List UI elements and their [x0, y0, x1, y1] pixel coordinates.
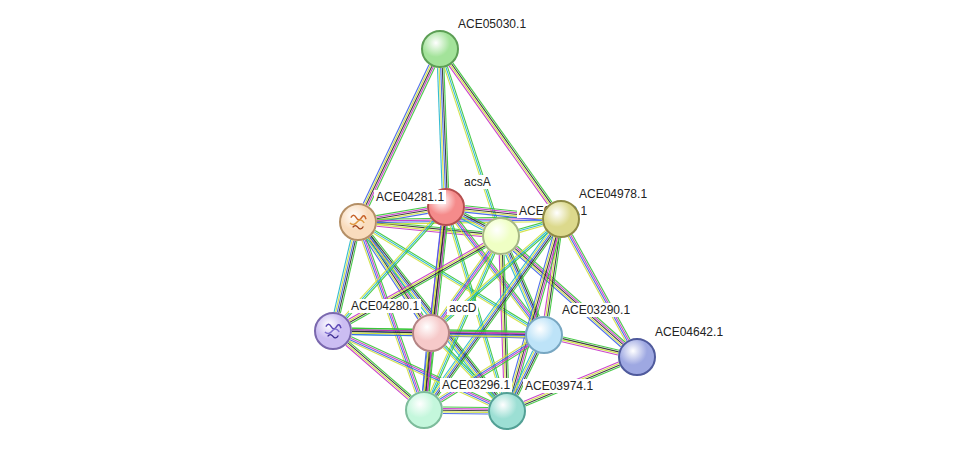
evidence-strand	[562, 340, 618, 353]
interaction-edge	[499, 255, 508, 392]
evidence-strand	[520, 226, 543, 233]
node-label: ACE03974.1	[523, 379, 595, 393]
evidence-strand	[450, 336, 525, 337]
evidence-strand	[450, 331, 525, 332]
protein-node: ACE04642.1	[618, 338, 656, 376]
node-label: ACE03290.1	[560, 303, 632, 317]
evidence-strand	[499, 255, 504, 392]
node-label: ACE05030.1	[456, 17, 528, 31]
interaction-edge	[363, 65, 435, 206]
protein-node: ACE04978.1	[542, 200, 580, 238]
evidence-strand	[443, 411, 488, 413]
node-label: ACE03296.1	[440, 378, 512, 392]
evidence-strand	[372, 235, 497, 394]
interaction-edge	[519, 223, 543, 233]
protein-node: accD	[412, 314, 450, 352]
evidence-strand	[443, 406, 488, 408]
evidence-strand	[452, 64, 551, 203]
node-label: ACE04281.1	[374, 190, 446, 204]
evidence-strand	[423, 226, 441, 391]
node-label: ACE04978.1	[577, 187, 649, 201]
evidence-strand	[450, 333, 525, 334]
evidence-strand	[519, 223, 542, 230]
evidence-strand	[569, 236, 627, 341]
node-label: accD	[447, 301, 478, 315]
protein-node: ACE05030.1	[421, 30, 459, 68]
evidence-strand	[563, 339, 619, 352]
interaction-edge	[562, 337, 619, 355]
protein-node: ACE03974.1	[488, 392, 526, 430]
protein-node: ACE04280.1	[314, 312, 352, 350]
evidence-strand	[514, 238, 558, 393]
evidence-strand	[348, 243, 483, 319]
evidence-strand	[515, 238, 559, 393]
evidence-strand	[370, 237, 495, 396]
evidence-strand	[423, 352, 427, 391]
interaction-edge	[524, 362, 621, 406]
evidence-strand	[568, 237, 626, 342]
evidence-strand	[441, 346, 529, 401]
evidence-strand	[368, 67, 434, 206]
evidence-strand	[369, 68, 435, 207]
evidence-strand	[572, 234, 630, 339]
evidence-strand	[443, 410, 488, 412]
evidence-strand	[571, 235, 629, 340]
protein-node: ACE03290.1	[525, 316, 563, 354]
evidence-strand	[440, 344, 528, 399]
evidence-strand	[562, 342, 618, 355]
evidence-strand	[424, 226, 442, 391]
interaction-edge	[450, 331, 525, 337]
evidence-strand	[462, 217, 483, 228]
evidence-strand	[440, 250, 488, 316]
interaction-edge	[449, 63, 552, 205]
protein-node: ACE03296.1	[405, 391, 443, 429]
interaction-edge	[346, 342, 411, 400]
evidence-strand	[432, 233, 547, 393]
evidence-strand	[461, 219, 482, 230]
structure-icon	[341, 205, 375, 239]
interaction-edge	[438, 68, 449, 188]
node-label: acsA	[462, 175, 493, 189]
interaction-edge	[568, 234, 630, 341]
evidence-strand	[371, 236, 496, 395]
protein-node: ACE03548.1	[482, 217, 520, 255]
evidence-strand	[366, 66, 432, 205]
structure-icon	[316, 314, 350, 348]
evidence-strand	[519, 224, 542, 231]
evidence-strand	[450, 65, 549, 204]
evidence-strand	[453, 63, 552, 202]
evidence-strand	[512, 237, 556, 392]
interaction-edge	[509, 236, 559, 393]
evidence-strand	[363, 65, 429, 204]
evidence-strand	[450, 334, 525, 335]
evidence-strand	[443, 413, 488, 415]
evidence-strand	[438, 68, 443, 188]
interaction-edge	[348, 243, 485, 323]
evidence-strand	[524, 362, 619, 401]
interaction-edge	[423, 352, 433, 392]
evidence-strand	[449, 66, 548, 205]
evidence-strand	[443, 408, 488, 410]
evidence-strand	[365, 65, 431, 204]
node-label: ACE04280.1	[349, 299, 421, 313]
evidence-strand	[511, 237, 555, 392]
interaction-edge	[443, 407, 488, 414]
node-label: ACE04642.1	[653, 325, 725, 339]
protein-node: ACE04281.1	[339, 203, 377, 241]
